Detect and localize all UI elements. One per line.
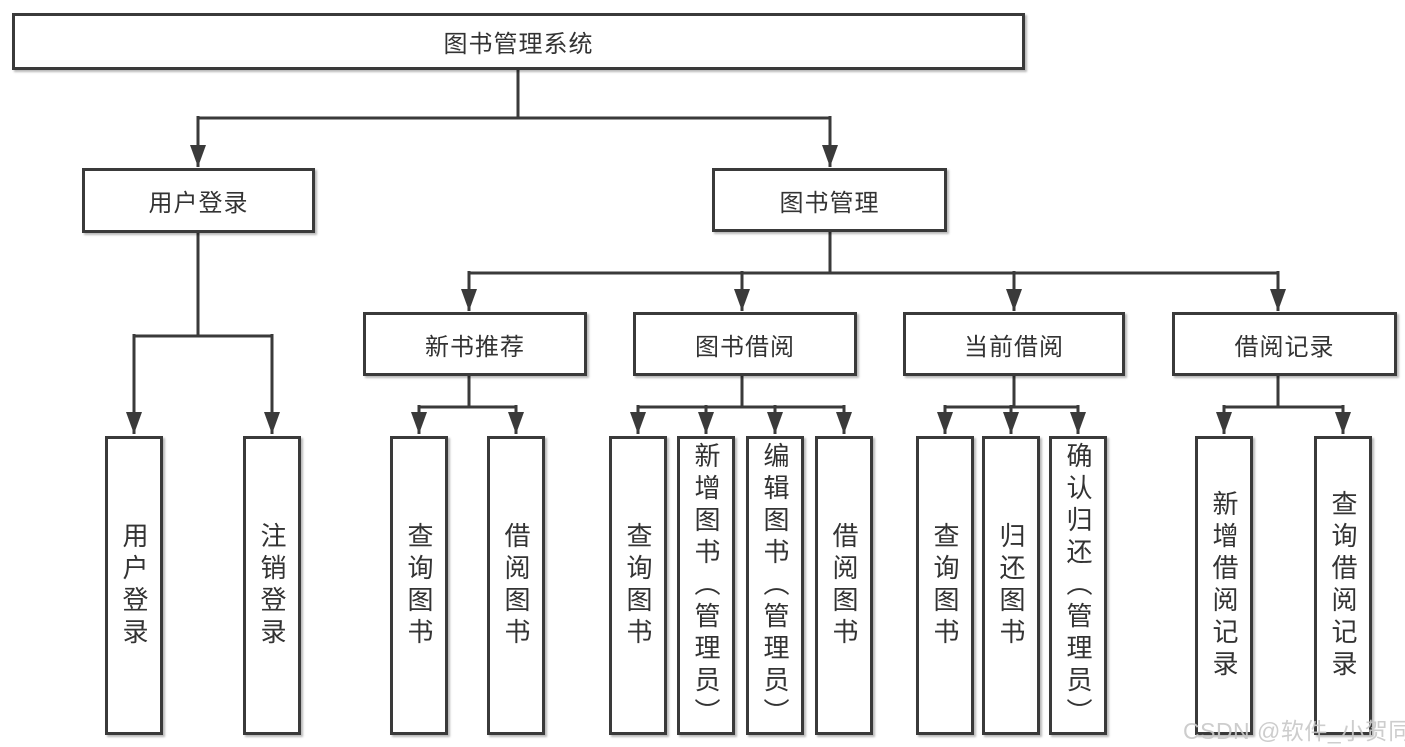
leaf-return-book: 归还图书: [982, 436, 1040, 735]
node-library-management-system: 图书管理系统: [12, 13, 1025, 70]
leaf-label: 查询图书: [623, 521, 653, 650]
leaf-edit-book-admin: 编辑图书（管理员）: [746, 436, 804, 735]
node-book-borrowing: 图书借阅: [633, 312, 857, 376]
leaf-user-login: 用户登录: [105, 436, 163, 735]
leaf-label: 确认归还（管理员）: [1063, 441, 1093, 730]
node-user-login: 用户登录: [82, 168, 315, 233]
leaf-label: 查询图书: [404, 521, 434, 650]
leaf-query-books-borrow: 查询图书: [609, 436, 667, 735]
node-current-borrowing: 当前借阅: [903, 312, 1125, 376]
leaf-add-borrow-record: 新增借阅记录: [1195, 436, 1253, 735]
leaf-borrow-books-recommend: 借阅图书: [487, 436, 545, 735]
leaf-label: 新增借阅记录: [1209, 489, 1239, 682]
node-borrowing-records: 借阅记录: [1172, 312, 1397, 376]
leaf-logout: 注销登录: [243, 436, 301, 735]
node-label: 当前借阅: [964, 333, 1064, 361]
leaf-label: 新增图书（管理员）: [691, 441, 721, 730]
node-label: 图书管理系统: [443, 31, 594, 58]
node-book-management: 图书管理: [712, 168, 947, 232]
node-label: 借阅记录: [1234, 333, 1335, 361]
node-label: 新书推荐: [425, 333, 525, 361]
node-label: 用户登录: [148, 190, 249, 217]
leaf-borrow-books: 借阅图书: [815, 436, 873, 735]
node-label: 图书借阅: [695, 333, 795, 361]
leaf-label: 注销登录: [257, 521, 287, 650]
csdn-watermark: CSDN @软件_小贺同学: [1183, 718, 1405, 744]
leaf-label: 用户登录: [119, 521, 149, 650]
leaf-query-books-recommend: 查询图书: [390, 436, 448, 735]
leaf-label: 查询借阅记录: [1328, 489, 1358, 682]
leaf-label: 编辑图书（管理员）: [760, 441, 790, 730]
leaf-label: 归还图书: [996, 521, 1026, 650]
leaf-label: 借阅图书: [501, 521, 531, 650]
node-new-book-recommendation: 新书推荐: [363, 312, 587, 376]
leaf-label: 查询图书: [930, 521, 960, 650]
leaf-query-books-current: 查询图书: [916, 436, 974, 735]
leaf-query-borrow-record: 查询借阅记录: [1314, 436, 1372, 735]
leaf-label: 借阅图书: [829, 521, 859, 650]
node-label: 图书管理: [779, 189, 880, 217]
leaf-confirm-return-admin: 确认归还（管理员）: [1049, 436, 1107, 735]
leaf-add-book-admin: 新增图书（管理员）: [677, 436, 735, 735]
